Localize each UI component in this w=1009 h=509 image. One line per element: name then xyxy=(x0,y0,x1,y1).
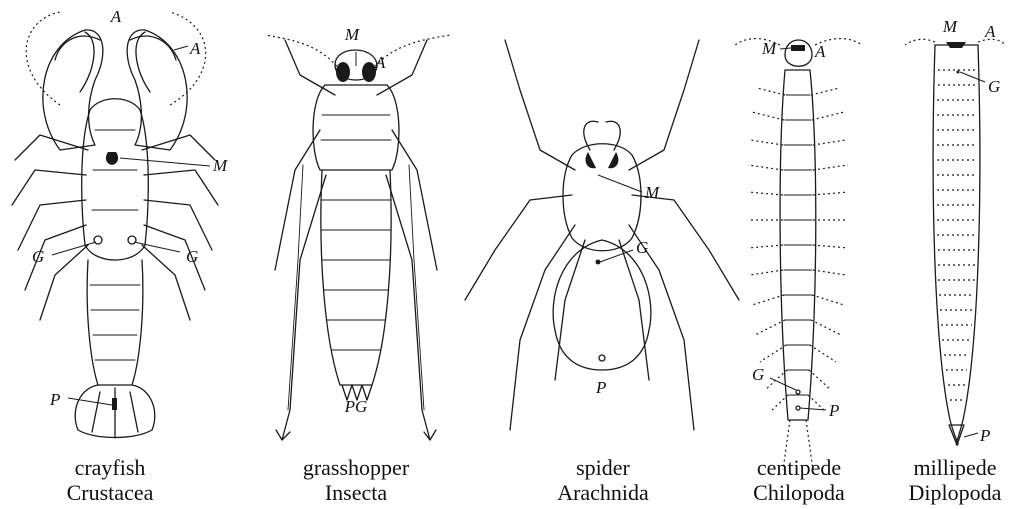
centipede-label-anus: P xyxy=(828,401,839,420)
crayfish-drawing xyxy=(12,12,218,438)
centipede-label-antenna: A xyxy=(814,42,826,61)
centipede-class-name: Chilopoda xyxy=(753,480,845,505)
millipede-label-antenna: A xyxy=(984,22,996,41)
millipede-label-mouth: M xyxy=(942,17,958,36)
millipede-drawing xyxy=(905,39,1005,445)
grasshopper-label-antenna: A xyxy=(374,53,386,72)
crayfish-common-name: crayfish xyxy=(75,455,146,480)
crayfish-label-gonopore-left: G xyxy=(32,247,44,266)
crayfish-label-mouth: M xyxy=(212,156,228,175)
grasshopper-drawing xyxy=(265,35,450,440)
spider-class-name: Arachnida xyxy=(557,480,649,505)
millipede-class-name: Diplopoda xyxy=(909,480,1002,505)
crayfish-label-antenna: A xyxy=(110,7,122,26)
centipede-drawing xyxy=(735,39,862,470)
centipede-common-name: centipede xyxy=(757,455,841,480)
spider-label-mouth: M xyxy=(644,183,660,202)
crayfish-label-gonopore-right: G xyxy=(186,247,198,266)
centipede-label-gonopore: G xyxy=(752,365,764,384)
millipede-label-anus: P xyxy=(979,426,990,445)
crayfish-label-antenna-2: A xyxy=(189,39,201,58)
millipede-label-gonopore: G xyxy=(988,77,1000,96)
spider-label-gonopore: G xyxy=(636,238,648,257)
crayfish-label-anus: P xyxy=(49,390,60,409)
crayfish-class-name: Crustacea xyxy=(67,480,154,505)
spider-common-name: spider xyxy=(576,455,630,480)
grasshopper-class-name: Insecta xyxy=(325,480,388,505)
spider-label-anus: P xyxy=(595,378,606,397)
spider-drawing xyxy=(465,40,739,430)
millipede-common-name: millipede xyxy=(913,455,996,480)
grasshopper-label-mouth: M xyxy=(344,25,360,44)
centipede-label-mouth: M xyxy=(761,39,777,58)
grasshopper-label-anus-gonopore: PG xyxy=(344,397,368,416)
grasshopper-common-name: grasshopper xyxy=(303,455,410,480)
